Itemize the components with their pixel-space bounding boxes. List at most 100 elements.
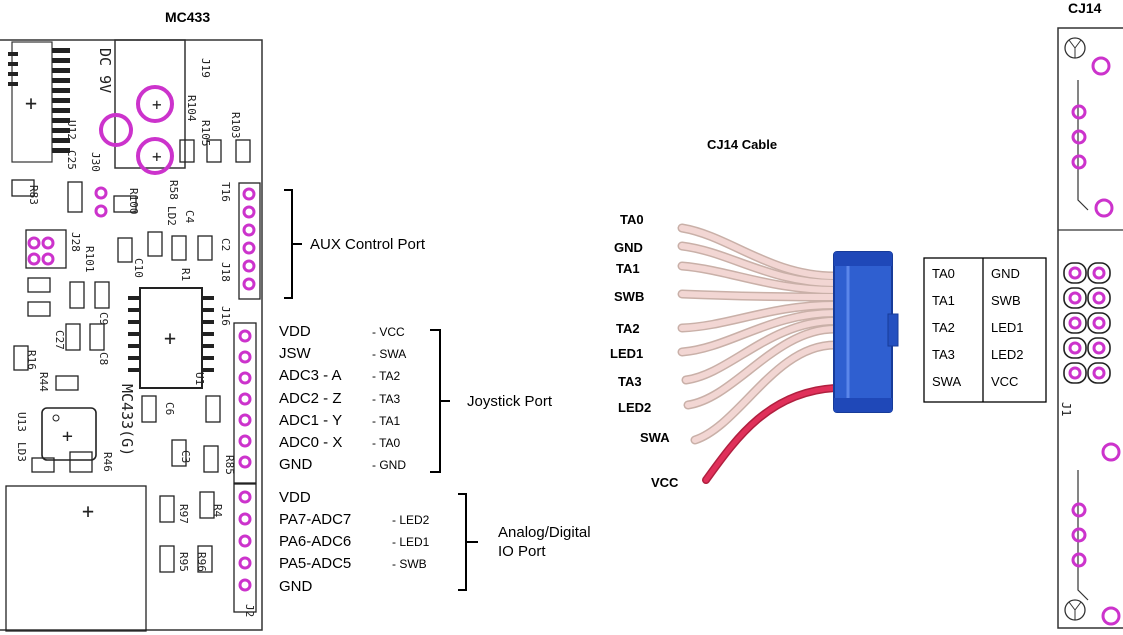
wire-label: VCC bbox=[651, 475, 679, 490]
svg-text:C27: C27 bbox=[53, 330, 66, 350]
pinout-cell: TA0 bbox=[932, 266, 955, 281]
svg-text:C2: C2 bbox=[219, 238, 232, 251]
dc-jack-pads bbox=[99, 85, 174, 175]
svg-text:C10: C10 bbox=[132, 258, 145, 278]
svg-text:R46: R46 bbox=[101, 452, 114, 472]
io-signal: - LED1 bbox=[392, 535, 430, 549]
svg-text:J2: J2 bbox=[243, 604, 256, 617]
svg-text:R85: R85 bbox=[223, 455, 236, 475]
svg-text:+: + bbox=[25, 91, 37, 115]
svg-text:+: + bbox=[62, 426, 73, 447]
svg-text:J18: J18 bbox=[219, 262, 232, 282]
pinout-cell: LED2 bbox=[991, 347, 1024, 362]
pads-misc bbox=[27, 186, 108, 266]
joystick-pin-table: VDD JSW ADC3 - A ADC2 - Z ADC1 - Y ADC0 … bbox=[279, 323, 406, 473]
svg-text:R101: R101 bbox=[83, 246, 96, 273]
cj14-header-pins bbox=[1063, 262, 1111, 384]
wire-label: LED1 bbox=[610, 346, 643, 361]
io-header-pins bbox=[233, 483, 257, 613]
smd-components bbox=[5, 139, 251, 632]
svg-text:R4: R4 bbox=[211, 504, 224, 518]
joystick-port-label: Joystick Port bbox=[467, 393, 553, 410]
joystick-pin: JSW bbox=[279, 345, 312, 362]
svg-text:J16: J16 bbox=[219, 306, 232, 326]
svg-text:C8: C8 bbox=[97, 352, 110, 365]
svg-text:R97: R97 bbox=[177, 504, 190, 524]
svg-text:R16: R16 bbox=[25, 350, 38, 370]
svg-text:+: + bbox=[152, 95, 162, 114]
svg-text:R58: R58 bbox=[167, 180, 180, 200]
io-port-label-line2: IO Port bbox=[498, 543, 546, 560]
joystick-signal: - TA1 bbox=[372, 414, 401, 428]
svg-text:+: + bbox=[82, 499, 94, 523]
joystick-pin: ADC0 - X bbox=[279, 434, 342, 451]
joystick-pin: ADC1 - Y bbox=[279, 412, 342, 429]
io-pin: PA5-ADC5 bbox=[279, 555, 351, 572]
io-pin: PA6-ADC6 bbox=[279, 533, 351, 550]
svg-text:MC433(G): MC433(G) bbox=[118, 384, 136, 456]
svg-text:R100: R100 bbox=[127, 188, 140, 215]
svg-text:R96: R96 bbox=[195, 552, 208, 572]
cj14-connector-housing bbox=[833, 251, 899, 413]
joystick-signal: - SWA bbox=[372, 347, 406, 361]
wire-label: LED2 bbox=[618, 400, 651, 415]
svg-text:+: + bbox=[164, 326, 176, 350]
joystick-pin: VDD bbox=[279, 323, 311, 340]
svg-text:C25: C25 bbox=[65, 150, 78, 170]
svg-text:R104: R104 bbox=[185, 95, 198, 122]
silkscreen-labels: DC 9V J19 R104 R105 R103 U12 C25 J30 R58… bbox=[15, 48, 256, 617]
joystick-header-pins bbox=[233, 322, 257, 484]
pinout-cell: TA3 bbox=[932, 347, 955, 362]
svg-text:R95: R95 bbox=[177, 552, 190, 572]
svg-text:R44: R44 bbox=[37, 372, 50, 392]
u13-chip: + bbox=[41, 407, 97, 461]
pinout-cell: TA2 bbox=[932, 320, 955, 335]
io-signal: - LED2 bbox=[392, 513, 430, 527]
joystick-pin: ADC3 - A bbox=[279, 367, 342, 384]
wire-label: SWB bbox=[614, 289, 644, 304]
pinout-cell: VCC bbox=[991, 374, 1018, 389]
pinout-cell: GND bbox=[991, 266, 1020, 281]
joystick-signal: - GND bbox=[372, 458, 406, 472]
wire-label: TA2 bbox=[616, 321, 640, 336]
wire-label: SWA bbox=[640, 430, 670, 445]
cj14-pinout-table: TA0 GND TA1 SWB TA2 LED1 TA3 LED2 SWA VC… bbox=[923, 257, 1047, 403]
cable-wires bbox=[677, 223, 840, 484]
svg-text:LD3: LD3 bbox=[15, 442, 28, 462]
cable-wire-labels: TA0 GND TA1 SWB TA2 LED1 TA3 LED2 SWA VC… bbox=[610, 212, 679, 490]
svg-text:J19: J19 bbox=[199, 58, 212, 78]
joystick-pin: GND bbox=[279, 456, 313, 473]
svg-text:C4: C4 bbox=[183, 210, 196, 224]
joystick-signal: - TA2 bbox=[372, 369, 401, 383]
svg-text:C6: C6 bbox=[163, 402, 176, 415]
pinout-cell: TA1 bbox=[932, 293, 955, 308]
svg-text:R103: R103 bbox=[229, 112, 242, 139]
joystick-signal: - VCC bbox=[372, 325, 405, 339]
wire-label: TA3 bbox=[618, 374, 642, 389]
mc433-board: MC433 + + + DC 9V J19 R1 bbox=[0, 9, 263, 632]
dc-jack bbox=[114, 39, 186, 169]
wire-label: GND bbox=[614, 240, 643, 255]
svg-text:+: + bbox=[152, 147, 162, 166]
joystick-port-annotation: Joystick Port bbox=[430, 329, 553, 473]
wire-label: TA0 bbox=[620, 212, 644, 227]
pinout-cell: SWB bbox=[991, 293, 1021, 308]
svg-text:U13: U13 bbox=[15, 412, 28, 432]
svg-text:R1: R1 bbox=[179, 268, 192, 281]
pinout-cell: SWA bbox=[932, 374, 961, 389]
joystick-signal: - TA3 bbox=[372, 392, 401, 406]
svg-text:J28: J28 bbox=[69, 232, 82, 252]
svg-text:T16: T16 bbox=[219, 182, 232, 202]
cj14-j1-label: J1 bbox=[1059, 402, 1073, 416]
io-port-annotation: Analog/Digital IO Port bbox=[458, 493, 591, 591]
svg-text:J30: J30 bbox=[89, 152, 102, 172]
svg-text:LD2: LD2 bbox=[165, 206, 178, 226]
pinout-cell: LED1 bbox=[991, 320, 1024, 335]
io-pin-table: VDD PA7-ADC7 PA6-ADC6 PA5-ADC5 GND - LED… bbox=[279, 489, 430, 595]
svg-text:C9: C9 bbox=[97, 312, 110, 325]
aux-header-pins bbox=[238, 182, 261, 300]
io-pin: GND bbox=[279, 578, 313, 595]
cj14-title: CJ14 bbox=[1068, 0, 1102, 16]
joystick-pin: ADC2 - Z bbox=[279, 390, 342, 407]
